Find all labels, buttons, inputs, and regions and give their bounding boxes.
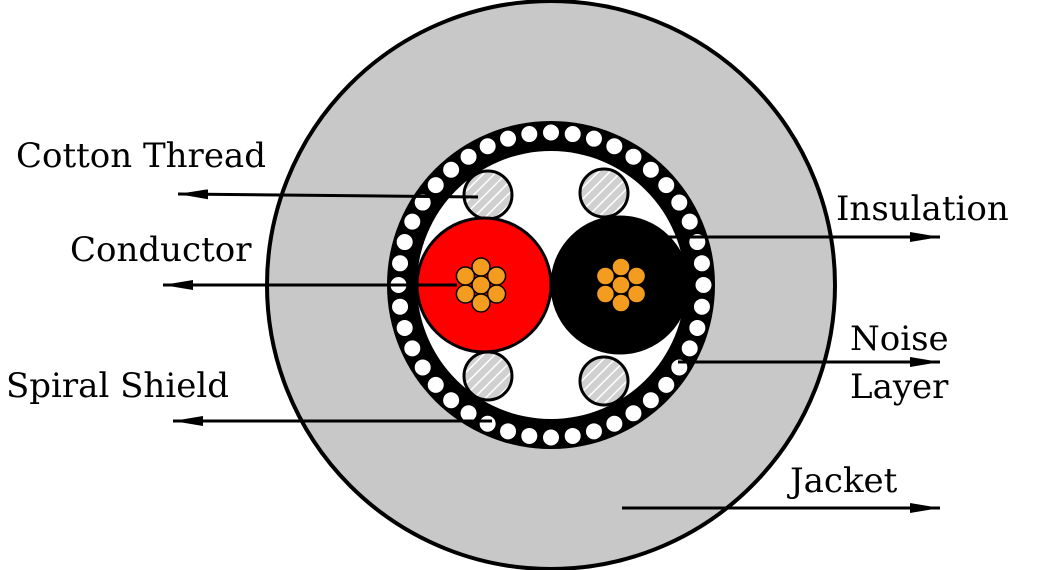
shield-bead bbox=[691, 296, 712, 317]
shield-bead bbox=[394, 317, 415, 338]
cotton-thread-top-left bbox=[462, 169, 514, 221]
cotton-thread-bottom-right bbox=[578, 355, 630, 407]
conductor-strand bbox=[471, 257, 491, 277]
noise-layer-label-line2: Layer bbox=[850, 367, 949, 407]
conductor-strand bbox=[455, 284, 476, 304]
shield-bead bbox=[679, 338, 700, 359]
shield-bead bbox=[441, 159, 462, 180]
shield-bead bbox=[458, 146, 479, 167]
cotton-thread-bottom-left bbox=[462, 350, 514, 402]
shield-bead bbox=[562, 425, 583, 446]
shield-bead bbox=[425, 374, 446, 395]
shield-bead bbox=[519, 425, 540, 446]
conductor-strand bbox=[595, 284, 616, 304]
shield-bead bbox=[477, 136, 498, 157]
shield-bead bbox=[394, 232, 415, 253]
shield-bead bbox=[669, 192, 690, 213]
shield-bead bbox=[656, 175, 677, 196]
shield-bead bbox=[498, 421, 519, 442]
shield-bead bbox=[583, 421, 604, 442]
cotton-thread-label: Cotton Thread bbox=[16, 136, 266, 176]
shield-bead bbox=[604, 413, 625, 434]
conductor-strands-right bbox=[595, 257, 647, 313]
shield-bead bbox=[623, 146, 644, 167]
shield-bead bbox=[402, 338, 423, 359]
shield-bead bbox=[604, 136, 625, 157]
conductor-strand bbox=[626, 266, 647, 286]
conductor-strand bbox=[455, 266, 476, 286]
shield-bead bbox=[425, 175, 446, 196]
shield-bead bbox=[477, 413, 498, 434]
conductor-strand bbox=[595, 266, 616, 286]
shield-bead bbox=[390, 253, 411, 274]
shield-bead bbox=[562, 124, 583, 145]
conductor-strand bbox=[611, 293, 631, 313]
shield-bead bbox=[640, 159, 661, 180]
conductor-strands-left bbox=[455, 257, 507, 313]
conductor-strand bbox=[611, 257, 631, 277]
shield-bead bbox=[583, 128, 604, 149]
shield-bead bbox=[412, 357, 433, 378]
shield-bead bbox=[656, 374, 677, 395]
spiral-shield-label: Spiral Shield bbox=[6, 366, 229, 406]
shield-bead bbox=[640, 390, 661, 411]
spiral-shield-beads bbox=[388, 122, 714, 448]
shield-bead bbox=[519, 124, 540, 145]
shield-bead bbox=[412, 192, 433, 213]
insulation-label: Insulation bbox=[836, 189, 1009, 229]
noise-layer-label-line1: Noise bbox=[850, 319, 949, 359]
shield-bead bbox=[623, 403, 644, 424]
shield-bead bbox=[541, 122, 561, 143]
cotton-thread-arrow bbox=[177, 189, 479, 200]
cotton-thread-top-right bbox=[578, 167, 630, 219]
shield-bead bbox=[402, 211, 423, 232]
shield-bead bbox=[679, 211, 700, 232]
shield-bead bbox=[693, 275, 714, 295]
shield-bead bbox=[541, 427, 561, 448]
shield-bead bbox=[691, 253, 712, 274]
shield-bead bbox=[498, 128, 519, 149]
shield-bead bbox=[390, 296, 411, 317]
shield-bead bbox=[441, 390, 462, 411]
conductor-strand bbox=[471, 293, 491, 313]
shield-bead bbox=[687, 317, 708, 338]
jacket-label: Jacket bbox=[790, 461, 898, 501]
conductor-label: Conductor bbox=[70, 230, 252, 270]
conductor-strand bbox=[486, 266, 507, 286]
